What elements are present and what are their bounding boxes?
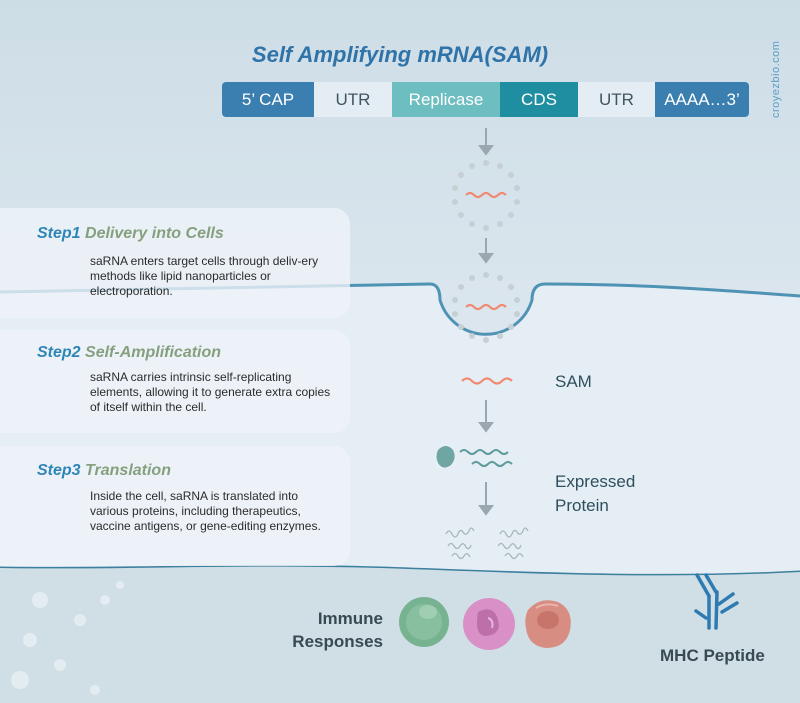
mhc-peptide-label: MHC Peptide [660, 646, 765, 665]
step-card-3: Step3 Translation Inside the cell, saRNA… [0, 446, 350, 566]
construct-segment-utr-2: UTR [578, 82, 655, 117]
ribosome [436, 446, 455, 468]
mhc-peptide-icon [694, 573, 739, 630]
immune-cell-green [399, 597, 449, 647]
immune-cell-pink [463, 598, 515, 650]
page-title: Self Amplifying mRNA(SAM) [251, 42, 549, 67]
construct-segment-utr-1: UTR [314, 82, 392, 117]
immune-responses-label: Immune Responses [287, 607, 383, 653]
source-watermark: croyezbio.com [770, 40, 782, 118]
sam-rna-outside [465, 191, 507, 199]
sam-rna-released [461, 377, 513, 385]
construct-segment-replicase: Replicase [392, 82, 500, 117]
immune-cell-red [525, 600, 571, 648]
construct-segment-polya: AAAA…3’ [655, 82, 749, 117]
step-card-2: Step2 Self-Amplification saRNA carries i… [0, 330, 350, 433]
expressed-protein-line-2: Protein [555, 496, 609, 515]
sam-rna-endosome [465, 303, 507, 311]
extracellular-bottom [0, 566, 800, 703]
step-number: Step2 [37, 344, 81, 361]
expressed-protein-line-1: Expressed [555, 472, 636, 491]
mrna-copy-1 [459, 449, 509, 455]
step-description: Inside the cell, saRNA is translated int… [90, 489, 321, 533]
construct-segment-cds: CDS [500, 82, 578, 117]
expressed-proteins [445, 527, 529, 560]
step-description: saRNA enters target cells through deliv-… [90, 254, 319, 298]
step-name: Delivery into Cells [85, 225, 224, 242]
process-arrows [478, 128, 494, 516]
step-name: Self-Amplification [85, 344, 222, 361]
decorative-bubbles [11, 581, 124, 695]
construct-segment-5cap: 5’ CAP [222, 82, 314, 117]
step-card-1: Step1 Delivery into Cells saRNA enters t… [0, 208, 350, 318]
immune-responses-line-2: Responses [292, 632, 383, 651]
endocytosed-nanoparticle [452, 272, 520, 343]
step-name: Translation [85, 462, 171, 479]
immune-responses-line-1: Immune [317, 609, 383, 628]
step-number: Step1 [37, 225, 81, 242]
step-description: saRNA carries intrinsic self-replicating… [90, 370, 331, 414]
step-number: Step3 [37, 462, 81, 479]
sam-label: SAM [555, 372, 592, 391]
lipid-nanoparticle [452, 160, 520, 231]
expressed-protein-label: Expressed Protein [555, 470, 635, 518]
mrna-copy-2 [471, 461, 513, 467]
